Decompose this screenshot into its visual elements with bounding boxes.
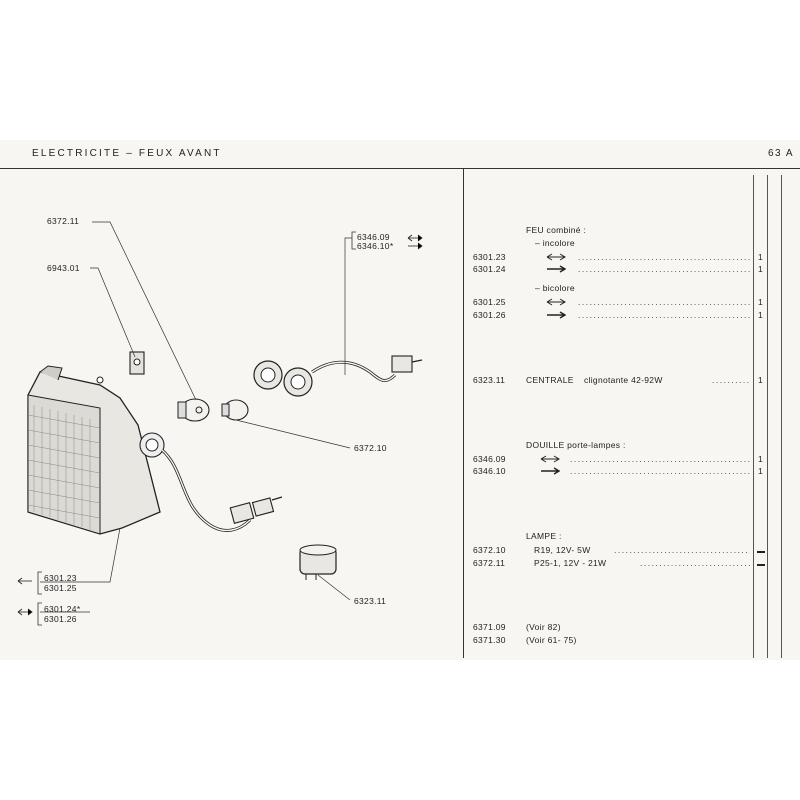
subheading-bicolore: – bicolore	[535, 283, 575, 293]
left-arrow-icon	[540, 455, 560, 463]
leader-dots: ........................................…	[570, 466, 750, 476]
leader-dots: ........................................…	[578, 264, 750, 274]
part-qty: 1	[758, 466, 763, 476]
callout-lamp-holder-2: 6346.10*	[357, 241, 394, 251]
part-ref: 6371.09	[473, 622, 506, 632]
part-ref: 6346.10	[473, 466, 506, 476]
part-ref: 6301.24	[473, 264, 506, 274]
callout-clip: 6943.01	[47, 263, 80, 273]
callout-headlamp-4: 6301.26	[44, 614, 77, 624]
leader-dots: ........................................…	[578, 297, 750, 307]
catalog-sheet	[0, 140, 800, 660]
page-number: 63 A	[768, 148, 795, 159]
leader-dots: .....................................	[640, 558, 750, 568]
bulb-21w	[177, 398, 210, 422]
section-heading-douille: DOUILLE porte-lampes :	[526, 440, 626, 450]
column-divider	[463, 168, 464, 658]
part-ref: 6323.11	[473, 375, 506, 385]
callout-lamp-holder-1: 6346.09	[357, 232, 390, 242]
header-rule	[0, 168, 800, 169]
leader-lines	[40, 221, 352, 613]
part-qty: 1	[758, 252, 763, 262]
callout-flasher: 6323.11	[354, 596, 387, 606]
qty-dash	[757, 551, 765, 553]
left-arrow-icon	[546, 298, 566, 306]
part-ref: 6301.23	[473, 252, 506, 262]
leader-dots: ........................................…	[570, 454, 750, 464]
headlamp-unit	[27, 365, 283, 535]
right-arrow-icon	[547, 311, 566, 319]
part-desc: R19, 12V- 5W	[534, 545, 591, 555]
section-heading-lampe: LAMPE :	[526, 531, 562, 541]
part-ref: 6346.09	[473, 454, 506, 464]
part-qty: 1	[758, 454, 763, 464]
right-arrow-icon	[547, 265, 566, 273]
part-desc: (Voir 61- 75)	[526, 635, 577, 645]
bulb-5w	[221, 399, 249, 421]
callout-bulb-21w: 6372.11	[47, 216, 80, 226]
part-ref: 6301.26	[473, 310, 506, 320]
callout-headlamp-1: 6301.23	[44, 573, 77, 583]
part-ref: 6372.11	[473, 558, 506, 568]
part-ref: 6372.10	[473, 545, 506, 555]
left-arrow-icon	[546, 253, 566, 261]
quantity-column-line	[753, 175, 754, 658]
callout-headlamp-2: 6301.25	[44, 583, 77, 593]
part-qty: 1	[758, 297, 763, 307]
section-heading-feu: FEU combiné :	[526, 225, 587, 235]
quantity-column-line	[767, 175, 768, 658]
callout-headlamp-3: 6301.24*	[44, 604, 81, 614]
part-label-centrale: CENTRALE	[526, 375, 574, 385]
leader-dots: ..........	[712, 375, 750, 385]
callout-bulb-5w: 6372.10	[354, 443, 387, 453]
part-qty: 1	[758, 375, 763, 385]
part-desc: (Voir 82)	[526, 622, 561, 632]
exploded-diagram	[17, 221, 423, 626]
leader-dots: ........................................…	[578, 252, 750, 262]
page-title: ELECTRICITE – FEUX AVANT	[32, 148, 222, 159]
lamp-holder	[253, 355, 423, 397]
part-qty: 1	[758, 310, 763, 320]
subheading-incolore: – incolore	[535, 238, 575, 248]
part-desc: P25-1, 12V - 21W	[534, 558, 607, 568]
part-qty: 1	[758, 264, 763, 274]
right-arrow-icon	[541, 467, 560, 475]
part-ref: 6301.25	[473, 297, 506, 307]
quantity-column-line	[781, 175, 782, 658]
leader-dots: ........................................…	[614, 545, 750, 555]
part-desc-centrale: clignotante 42-92W	[584, 375, 663, 385]
clip-part	[129, 351, 145, 375]
qty-dash	[757, 564, 765, 566]
flasher-unit	[299, 544, 337, 580]
part-ref: 6371.30	[473, 635, 506, 645]
leader-dots: ........................................…	[578, 310, 750, 320]
